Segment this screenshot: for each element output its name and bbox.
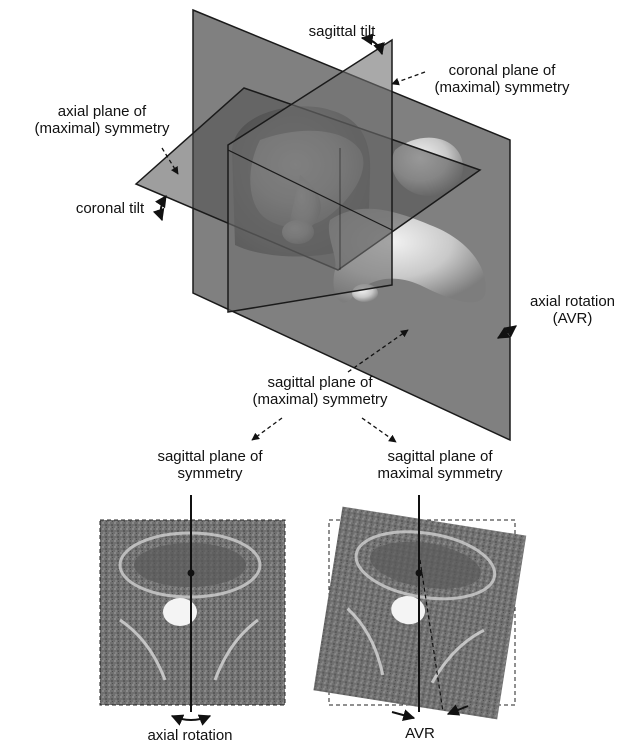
left-panel-title-line2: symmetry [130,465,290,482]
sagittal-plane-label: sagittal plane of (maximal) symmetry [230,374,410,408]
right-panel-title-line2: maximal symmetry [355,465,525,482]
right-panel-pointer [362,418,396,442]
axial-rotation-avr-label: axial rotation (AVR) [515,293,630,327]
right-panel-title: sagittal plane of maximal symmetry [355,448,525,482]
rotation-center-dot [416,570,423,577]
sagittal-tilt-label: sagittal tilt [287,23,397,40]
avr-label: AVR [395,725,445,742]
left-panel-pointer [252,418,282,440]
left-mri-panel [100,495,285,712]
axial-rotation-label: axial rotation [115,727,265,744]
axial-plane-label: axial plane of (maximal) symmetry [22,103,182,137]
coronal-plane-label: coronal plane of (maximal) symmetry [417,62,587,96]
axial-plane-label-line2: (maximal) symmetry [22,120,182,137]
axial-rotation-avr-line1: axial rotation [515,293,630,310]
axial-plane-label-line1: axial plane of [22,103,182,120]
avr-left-arrow [392,712,414,718]
left-panel-title: sagittal plane of symmetry [130,448,290,482]
coronal-plane-label-line1: coronal plane of [417,62,587,79]
sagittal-plane-label-line2: (maximal) symmetry [230,391,410,408]
sagittal-plane-label-line1: sagittal plane of [230,374,410,391]
right-mri-panel [313,495,526,719]
coronal-tilt-arrow [161,196,166,220]
right-panel-title-line1: sagittal plane of [355,448,525,465]
axial-rotation-avr-line2: (AVR) [515,310,630,327]
coronal-tilt-label: coronal tilt [60,200,160,217]
left-panel-title-line1: sagittal plane of [130,448,290,465]
rotation-center-dot [188,570,195,577]
coronal-plane-label-line2: (maximal) symmetry [417,79,587,96]
axial-rotation-arrow [172,716,210,720]
